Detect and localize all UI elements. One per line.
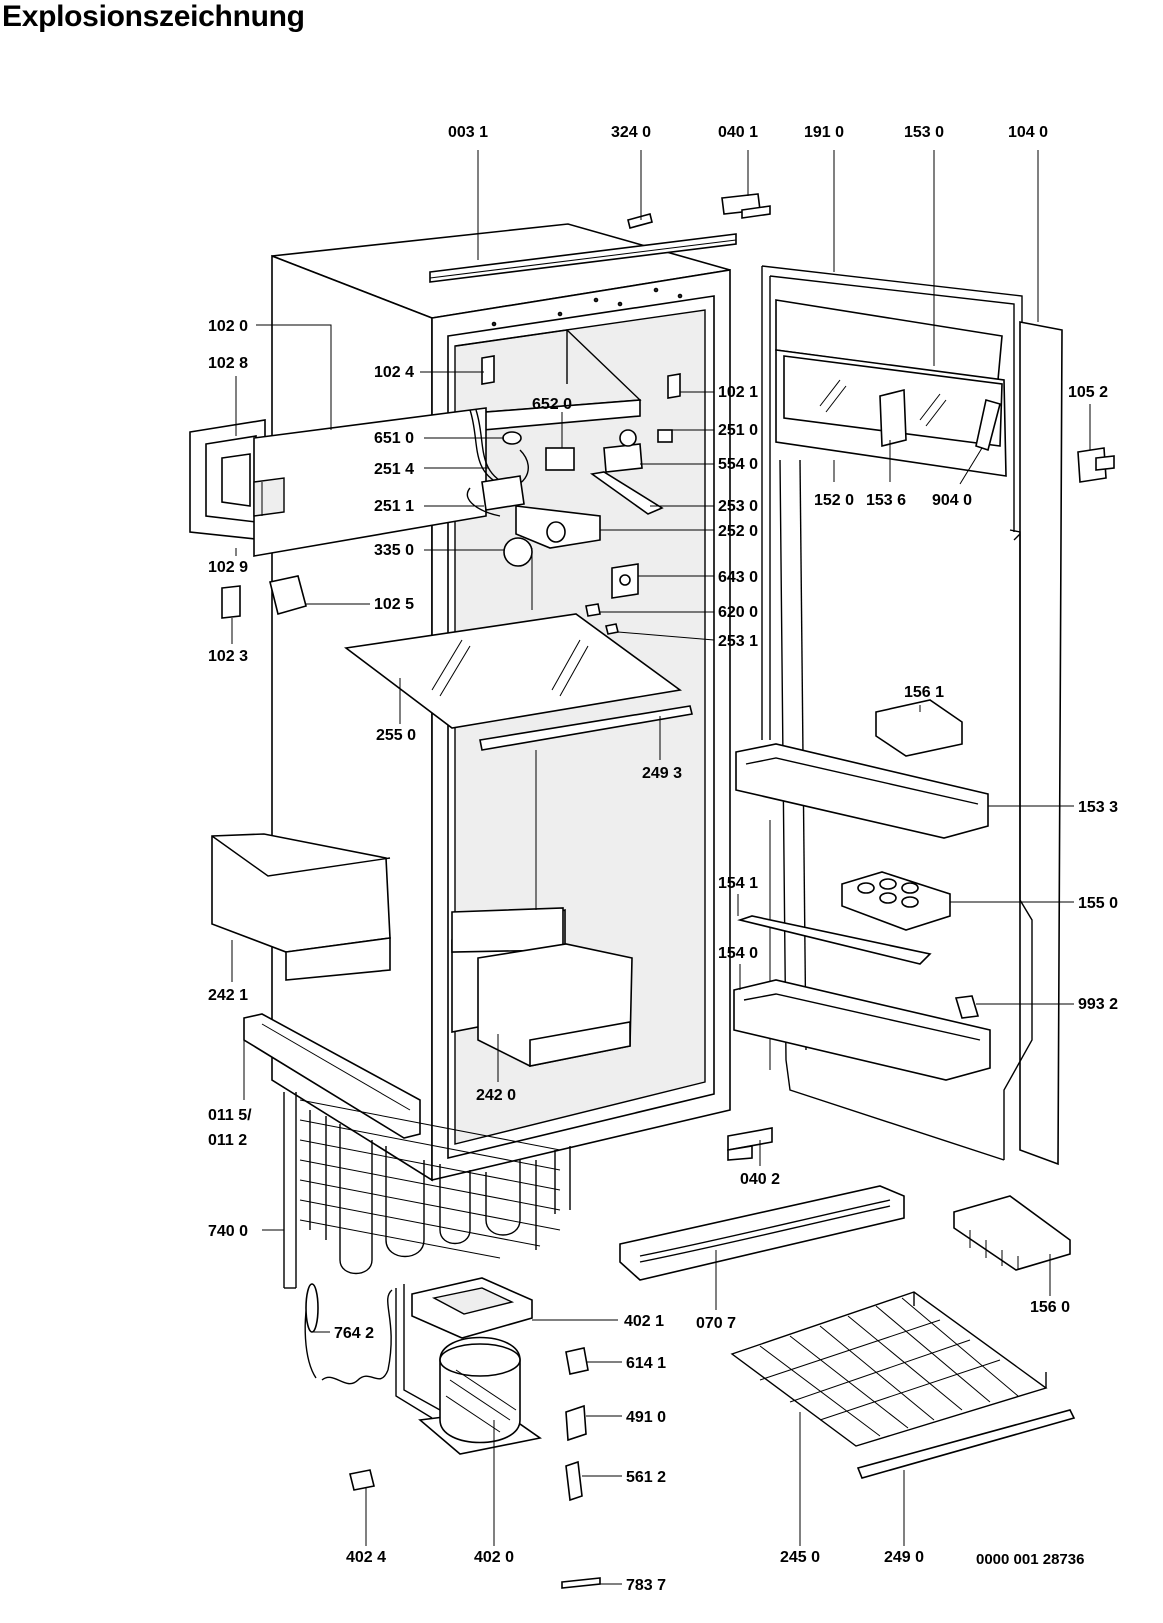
door-compartment-part — [775, 299, 1007, 477]
drawer-left-part — [211, 833, 391, 981]
callout-040-1: 040 1 — [718, 124, 758, 141]
callout-102-3: 102 3 — [208, 648, 248, 665]
plinth-part — [619, 1185, 905, 1281]
callout-620-0: 620 0 — [718, 604, 758, 621]
callout-402-1: 402 1 — [624, 1313, 664, 1330]
callout-643-0: 643 0 — [718, 569, 758, 586]
page-title: Explosionszeichnung — [2, 0, 305, 33]
shelf-rail-part — [856, 1409, 1076, 1479]
callout-191-0: 191 0 — [804, 124, 844, 141]
document-number: 0000 001 28736 — [976, 1551, 1084, 1568]
top-rail-part — [429, 233, 737, 283]
callout-104-0: 104 0 — [1008, 124, 1048, 141]
callout-324-0: 324 0 — [611, 124, 651, 141]
condenser-part — [283, 1092, 571, 1289]
callout-102-9: 102 9 — [208, 559, 248, 576]
callout-561-2: 561 2 — [626, 1469, 666, 1486]
callout-251-4: 251 4 — [374, 461, 414, 478]
callout-251-1: 251 1 — [374, 498, 414, 515]
compressor-part — [395, 1277, 542, 1455]
callout-156-0: 156 0 — [1030, 1299, 1070, 1316]
callout-253-0: 253 0 — [718, 498, 758, 515]
callout-011-2: 011 2 — [208, 1132, 247, 1149]
callout-070-7: 070 7 — [696, 1315, 736, 1332]
lamp-part — [954, 995, 980, 1019]
egg-tray-part — [841, 871, 951, 931]
callout-153-3: 153 3 — [1078, 799, 1118, 816]
door-shelf-lower-part — [733, 979, 991, 1081]
callout-554-0: 554 0 — [718, 456, 758, 473]
bracket-part — [269, 575, 307, 615]
clip-part — [627, 213, 653, 229]
callout-335-0: 335 0 — [374, 542, 414, 559]
callout-783-7: 783 7 — [626, 1577, 666, 1594]
callout-245-0: 245 0 — [780, 1549, 820, 1566]
callout-labels: 003 1 324 0 040 1 191 0 153 0 104 0 102 … — [208, 124, 1118, 1594]
callout-740-0: 740 0 — [208, 1223, 248, 1240]
callout-102-8: 102 8 — [208, 355, 248, 372]
bottle-retainer-part — [737, 915, 932, 965]
callout-249-3: 249 3 — [642, 765, 682, 782]
freezer-door-part — [253, 407, 487, 557]
callout-102-4: 102 4 — [374, 364, 414, 381]
hinge-small-part — [221, 585, 241, 619]
callout-651-0: 651 0 — [374, 430, 414, 447]
callout-652-0: 652 0 — [532, 396, 572, 413]
callout-153-6: 153 6 — [866, 492, 906, 509]
callout-252-0: 252 0 — [718, 523, 758, 540]
callout-102-0: 102 0 — [208, 318, 248, 335]
callout-155-0: 155 0 — [1078, 895, 1118, 912]
callout-253-1: 253 1 — [718, 633, 758, 650]
small-electrical-parts — [349, 1347, 601, 1589]
callout-156-1: 156 1 — [904, 684, 944, 701]
callout-904-0: 904 0 — [932, 492, 972, 509]
callout-993-2: 993 2 — [1078, 996, 1118, 1013]
callout-614-1: 614 1 — [626, 1355, 666, 1372]
callout-402-4: 402 4 — [346, 1549, 386, 1566]
callout-154-0: 154 0 — [718, 945, 758, 962]
callout-242-0: 242 0 — [476, 1087, 516, 1104]
gasket-part — [189, 419, 266, 541]
drawer-right-part — [451, 907, 633, 1067]
glass-shelf-part — [343, 613, 693, 751]
callout-764-2: 764 2 — [334, 1325, 374, 1342]
hinge-bottom-part — [727, 1127, 773, 1161]
callout-105-2: 105 2 — [1068, 384, 1108, 401]
callout-251-0: 251 0 — [718, 422, 758, 439]
callout-011-5: 011 5/ — [208, 1107, 252, 1124]
sensor-part — [304, 1283, 393, 1385]
callout-153-0: 153 0 — [904, 124, 944, 141]
callout-003-1: 003 1 — [448, 124, 488, 141]
door-shelf-upper-part — [735, 743, 989, 839]
hinge-side-part — [1077, 447, 1115, 483]
wire-shelf-part — [730, 1291, 1048, 1447]
door-part — [761, 265, 1063, 1166]
ice-tray-part — [953, 1195, 1071, 1271]
butter-dish-part — [875, 699, 963, 757]
callout-040-2: 040 2 — [740, 1171, 780, 1188]
callout-102-1: 102 1 — [718, 384, 758, 401]
callout-152-0: 152 0 — [814, 492, 854, 509]
leader-lines — [231, 150, 1091, 1585]
callout-242-1: 242 1 — [208, 987, 248, 1004]
control-components — [466, 355, 681, 635]
hinge-top-part — [721, 193, 771, 219]
callout-249-0: 249 0 — [884, 1549, 924, 1566]
callout-154-1: 154 1 — [718, 875, 758, 892]
callout-402-0: 402 0 — [474, 1549, 514, 1566]
callout-255-0: 255 0 — [376, 727, 416, 744]
callout-102-5: 102 5 — [374, 596, 414, 613]
callout-491-0: 491 0 — [626, 1409, 666, 1426]
